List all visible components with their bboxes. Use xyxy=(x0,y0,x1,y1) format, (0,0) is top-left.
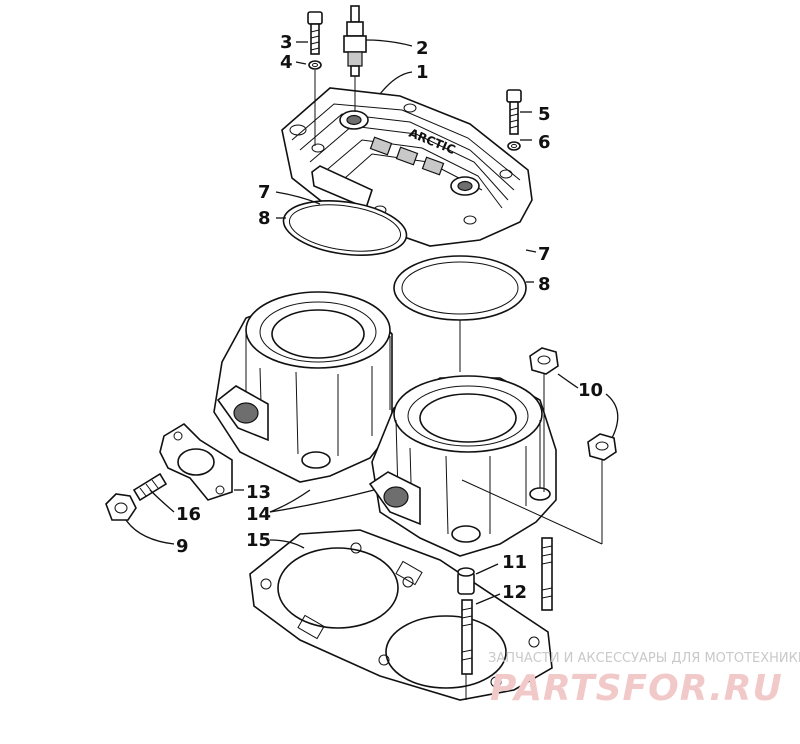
watermark-brand: PARTSFOR.RU xyxy=(490,668,783,709)
watermark-tagline: ЗАПЧАСТИ И АКСЕССУАРЫ ДЛЯ МОТОТЕХНИКИ xyxy=(488,651,800,666)
callout-4: 4 xyxy=(280,52,293,73)
callout-2: 2 xyxy=(416,38,429,59)
exhaust-stud xyxy=(132,472,168,502)
callout-7a: 7 xyxy=(258,182,271,203)
base-gasket xyxy=(249,529,553,701)
callout-1: 1 xyxy=(416,62,429,83)
callout-5: 5 xyxy=(538,104,551,125)
exhaust-gasket xyxy=(159,422,233,501)
watermark: ЗАПЧАСТИ И АКСЕССУАРЫ ДЛЯ МОТОТЕХНИКИ PA… xyxy=(488,651,800,709)
flange-nuts xyxy=(461,347,617,545)
callout-7b: 7 xyxy=(538,244,551,265)
leader-lines xyxy=(125,39,619,605)
callout-labels: 3 4 2 1 5 6 7 8 7 8 10 13 14 15 16 9 11 … xyxy=(176,32,603,603)
o-rings-left xyxy=(282,200,408,256)
head-bolt-right xyxy=(506,89,522,151)
o-rings-right xyxy=(393,255,527,321)
callout-8a: 8 xyxy=(258,208,271,229)
cylinder-front xyxy=(368,375,557,557)
callout-11: 11 xyxy=(502,552,527,573)
callout-10: 10 xyxy=(578,380,603,401)
callout-13: 13 xyxy=(246,482,271,503)
cylinder-rear xyxy=(213,291,393,483)
callout-12: 12 xyxy=(502,582,527,603)
callout-9: 9 xyxy=(176,536,189,557)
exhaust-nut xyxy=(105,493,137,521)
spark-plug xyxy=(343,5,367,112)
callout-8b: 8 xyxy=(538,274,551,295)
callout-3: 3 xyxy=(280,32,293,53)
callout-14: 14 xyxy=(246,504,271,525)
callout-6: 6 xyxy=(538,132,551,153)
head-bolt-left xyxy=(307,11,323,146)
callout-16: 16 xyxy=(176,504,201,525)
dowel-pin xyxy=(457,567,475,595)
studs xyxy=(461,537,553,700)
callout-15: 15 xyxy=(246,530,271,551)
